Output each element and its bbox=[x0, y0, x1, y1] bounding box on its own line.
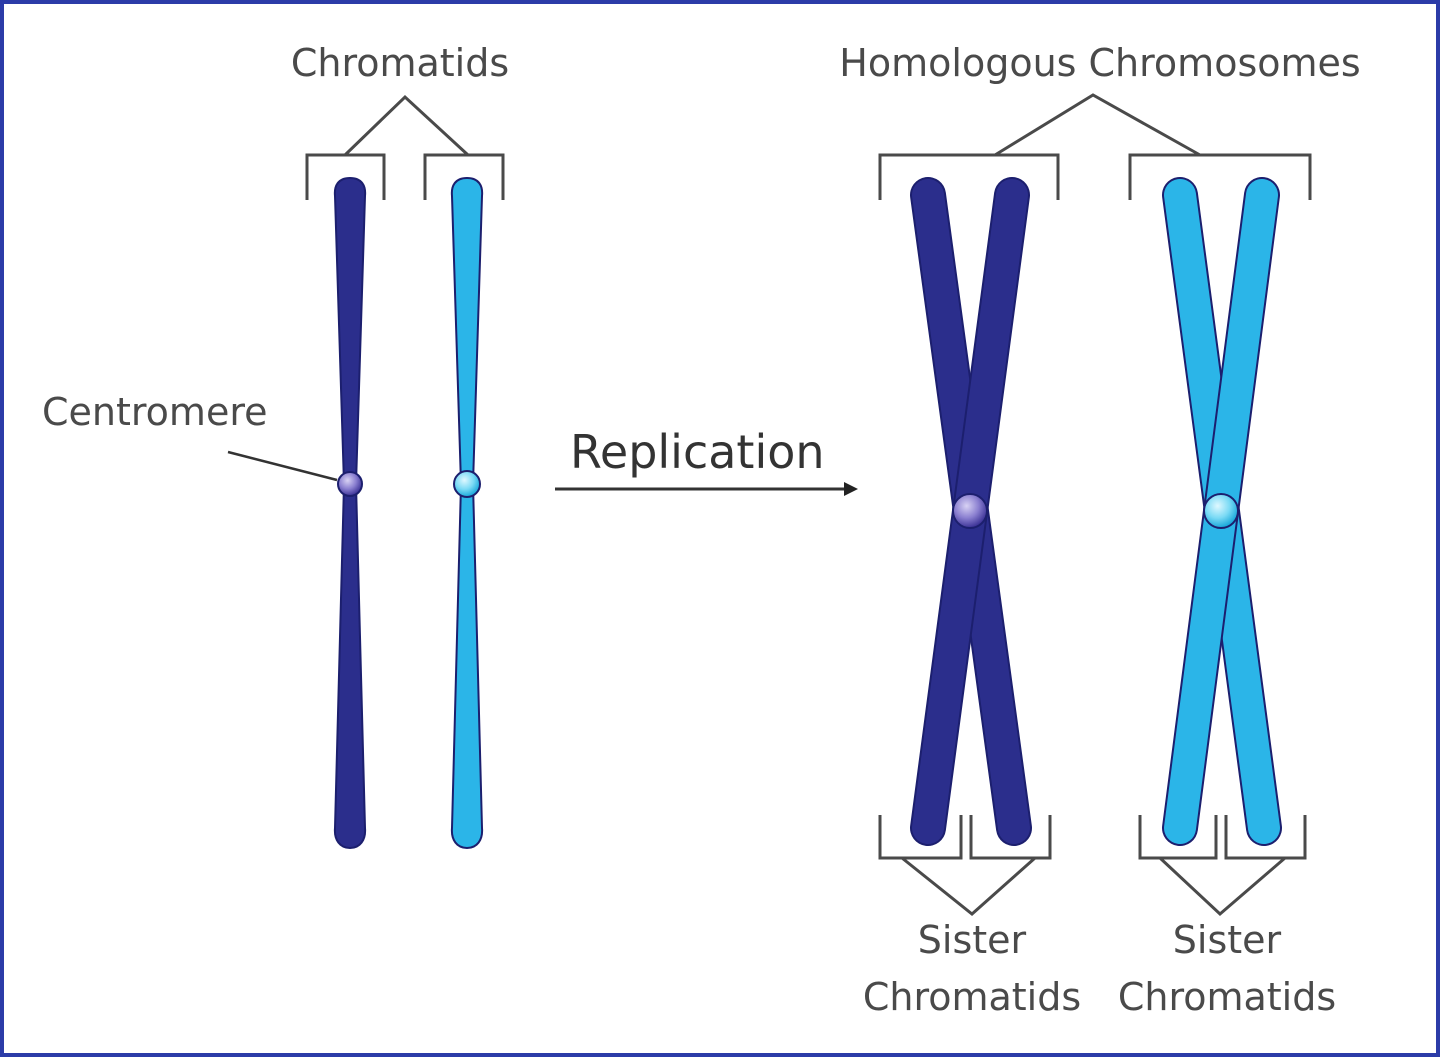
chromatid-bracket-dark bbox=[305, 153, 386, 200]
replicated-chromosome-dark bbox=[910, 177, 1032, 846]
centromere-label: Centromere bbox=[42, 390, 268, 434]
replicated-chromosome-light bbox=[1162, 177, 1282, 846]
sister-chromatids-label-1-line2: Chromatids bbox=[863, 975, 1081, 1019]
chromatid-bracket-light bbox=[423, 153, 505, 200]
sister-bracket-light-2 bbox=[1224, 815, 1307, 860]
centromere-light-single bbox=[453, 470, 481, 498]
chromatid-dark-single bbox=[333, 176, 367, 850]
centromere-dark-single bbox=[337, 471, 363, 497]
sister-chromatids-label-1-line1: Sister bbox=[918, 918, 1027, 962]
homolog-bracket-dark bbox=[878, 153, 1060, 200]
chromatids-pointer-lines bbox=[343, 94, 470, 157]
homolog-bracket-light bbox=[1128, 153, 1312, 200]
sister-pointer-lines-light bbox=[1158, 856, 1286, 917]
sister-chromatids-label-2-line1: Sister bbox=[1173, 918, 1282, 962]
centromere-pointer-line bbox=[227, 450, 338, 482]
sister-pointer-lines-dark bbox=[901, 856, 1036, 916]
chromatids-label: Chromatids bbox=[291, 41, 509, 85]
sister-bracket-light-1 bbox=[1138, 815, 1218, 860]
sister-bracket-dark-2 bbox=[969, 815, 1052, 860]
sister-chromatids-label-2-line2: Chromatids bbox=[1118, 975, 1336, 1019]
homologous-pointer-lines bbox=[994, 93, 1201, 157]
chromatid-light-single bbox=[450, 176, 484, 850]
sister-bracket-dark-1 bbox=[878, 815, 963, 860]
chromosome-diagram: Chromatids Centromere Replication Homolo… bbox=[42, 41, 1361, 1019]
replication-label: Replication bbox=[570, 425, 825, 479]
centromere-light-replicated bbox=[1203, 493, 1239, 529]
centromere-dark-replicated bbox=[952, 493, 988, 529]
homologous-chromosomes-label: Homologous Chromosomes bbox=[839, 41, 1360, 85]
